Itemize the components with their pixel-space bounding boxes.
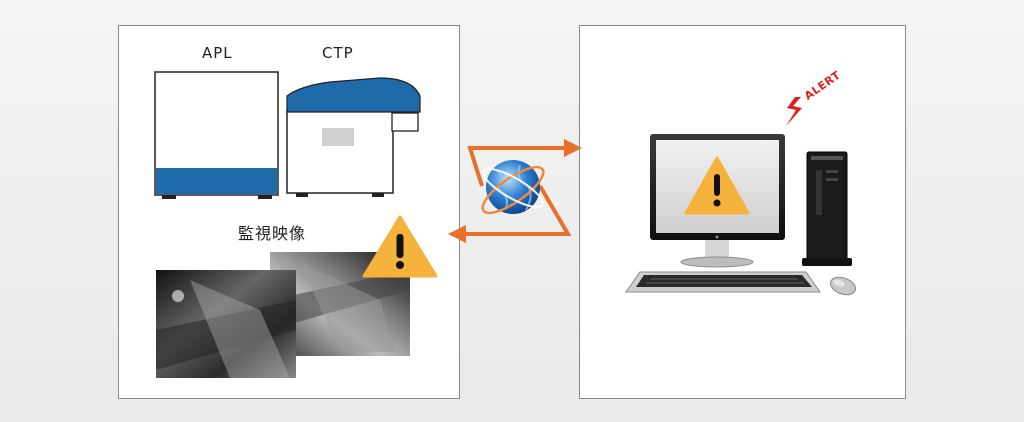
mouse [829, 276, 857, 296]
data-exchange-arrows [462, 146, 572, 236]
keyboard [625, 271, 821, 293]
camera-image-back [156, 270, 296, 378]
arrow-head-left [448, 225, 466, 243]
ctp-label: CTP [322, 44, 354, 62]
warning-icon [362, 215, 438, 278]
apl-machine [154, 71, 279, 199]
monitoring-video-label: 監視映像 [238, 224, 307, 243]
pc-tower [802, 151, 852, 266]
alert-lightning-icon [786, 97, 802, 126]
apl-label: APL [202, 44, 233, 62]
monitor-warning-icon [684, 156, 750, 215]
ctp-machine [286, 77, 421, 197]
arrow-head-right [564, 139, 582, 157]
globe-icon [481, 160, 545, 215]
